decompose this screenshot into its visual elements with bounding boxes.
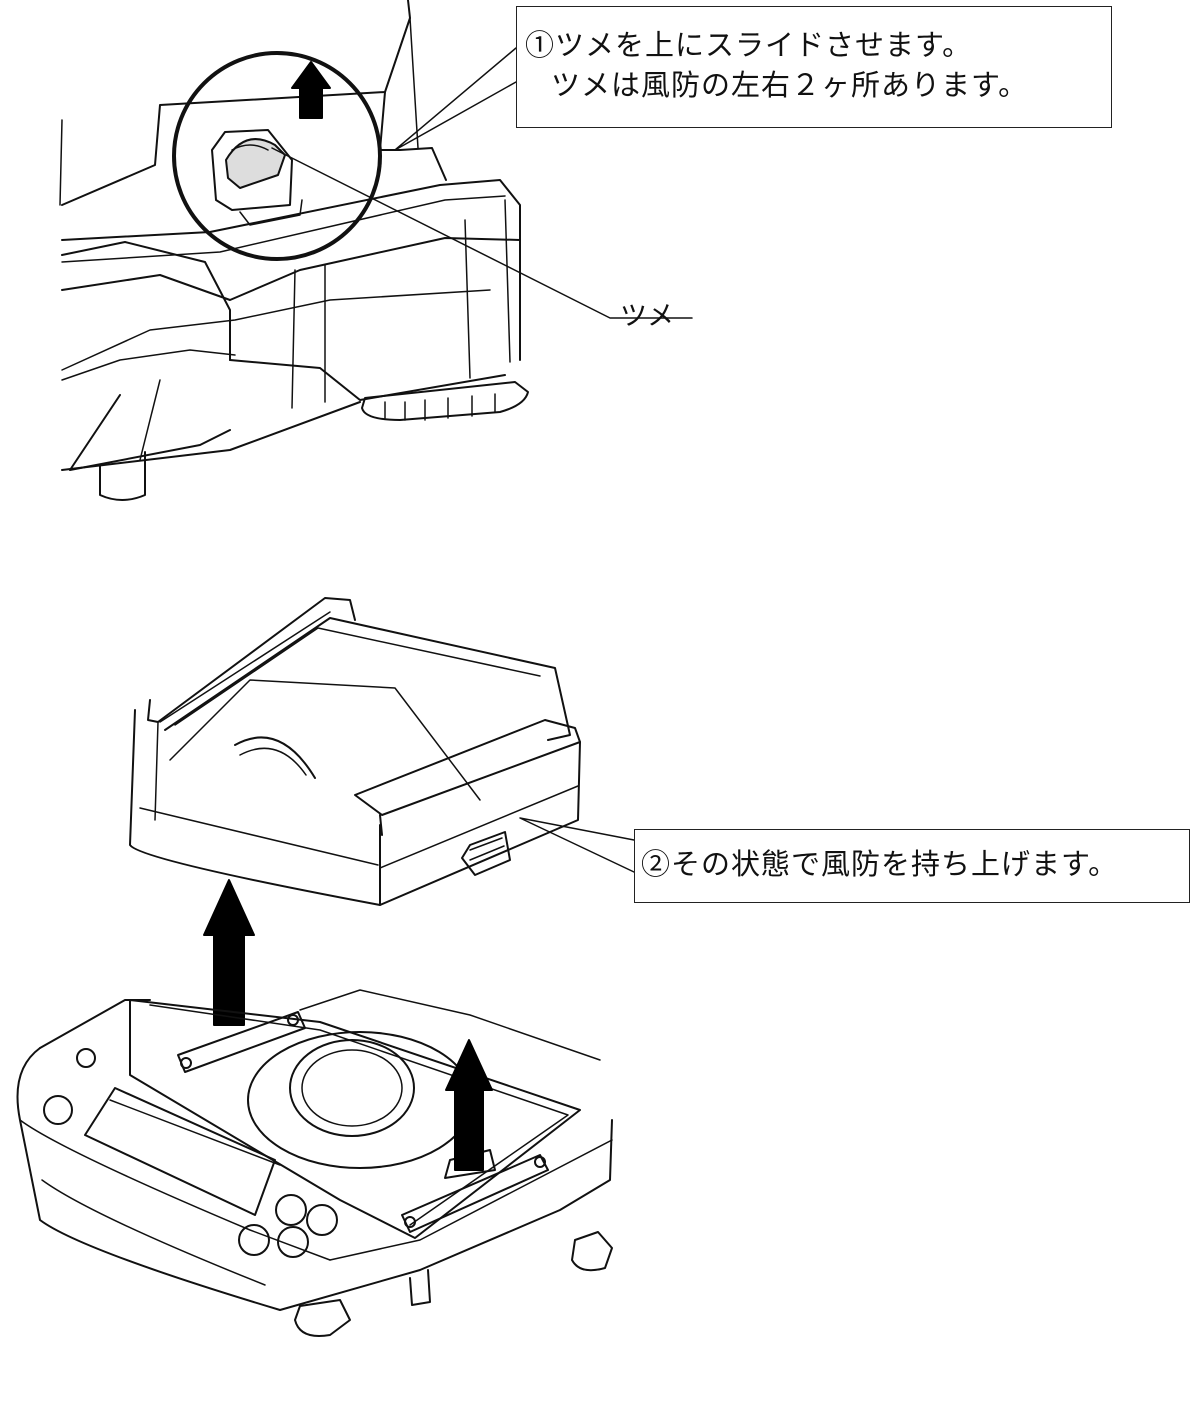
callout-1-pointer — [394, 47, 517, 151]
step1-line1: ①ツメを上にスライドさせます。 — [525, 28, 973, 62]
step1-line2: ツメは風防の左右２ヶ所あります。 — [551, 68, 1029, 102]
lift-arrow-icon — [203, 879, 255, 1026]
balance-closeup-drawing — [59, 0, 529, 501]
highlight-circle — [172, 51, 382, 261]
up-arrow-icon — [291, 61, 331, 119]
step2-callout: ②その状態で風防を持ち上げます。 — [634, 829, 1190, 903]
claw-leader-line — [271, 147, 693, 319]
claw-slide-arrow-icon — [445, 1039, 493, 1171]
step2-text: ②その状態で風防を持ち上げます。 — [641, 847, 1119, 881]
balance-base-drawing — [16, 989, 613, 1337]
windshield-drawing — [129, 597, 581, 906]
step1-callout: ①ツメを上にスライドさせます。 ツメは風防の左右２ヶ所あります。 — [516, 6, 1112, 128]
callout-2-pointer — [519, 817, 635, 873]
claw-label: ツメ — [620, 301, 674, 332]
